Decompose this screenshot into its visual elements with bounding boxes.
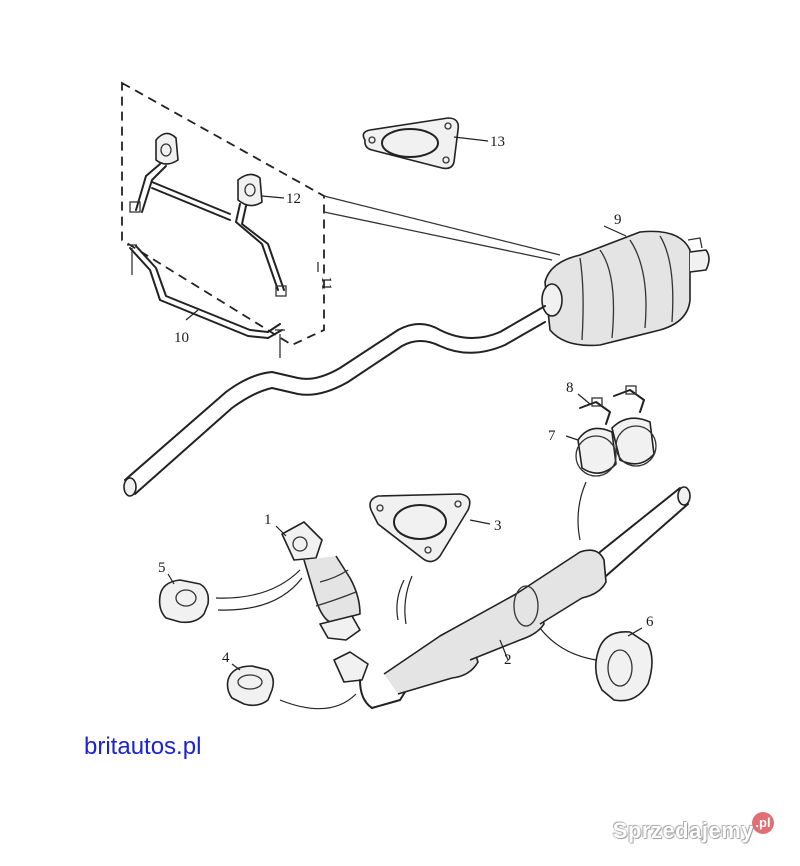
callout-12: 12 (286, 191, 301, 207)
front-pipe-part-2 (333, 486, 691, 709)
callout-2: 2 (504, 652, 512, 668)
callout-11: 11 (318, 276, 334, 290)
callout-8: 8 (566, 380, 574, 396)
callout-10: 10 (174, 330, 189, 346)
clamp-bolt-part-8 (579, 385, 645, 425)
callout-labels: 1 2 3 4 5 6 7 8 9 10 11 12 13 (158, 134, 654, 668)
dashed-bracket-box (121, 81, 561, 347)
gasket-part-3 (369, 493, 471, 563)
rubber-mount-part-6 (594, 631, 653, 702)
watermark-url: britautos.pl (84, 733, 202, 760)
leader-lines (167, 136, 643, 710)
callout-6: 6 (646, 614, 654, 630)
callout-9: 9 (614, 212, 622, 228)
catalytic-converter-part-1 (281, 521, 361, 641)
callout-7: 7 (548, 428, 556, 444)
intermediate-pipe (123, 305, 546, 497)
callout-1: 1 (264, 512, 272, 528)
hanger-rubber-part-12 (129, 132, 287, 297)
callout-5: 5 (158, 560, 166, 576)
pipe-clamp-part-7 (575, 417, 657, 477)
rubber-mount-part-4 (226, 665, 275, 707)
watermark-site: Sprzedajemy (612, 818, 754, 843)
callout-4: 4 (222, 650, 230, 666)
callout-3: 3 (494, 518, 502, 534)
gasket-part-13 (362, 117, 460, 170)
bracket-part-10 (127, 244, 285, 358)
rear-muffler-part-9 (541, 230, 710, 347)
callout-13: 13 (490, 134, 505, 150)
rubber-mount-part-5 (158, 579, 210, 624)
watermark-badge: .pl (752, 812, 774, 834)
